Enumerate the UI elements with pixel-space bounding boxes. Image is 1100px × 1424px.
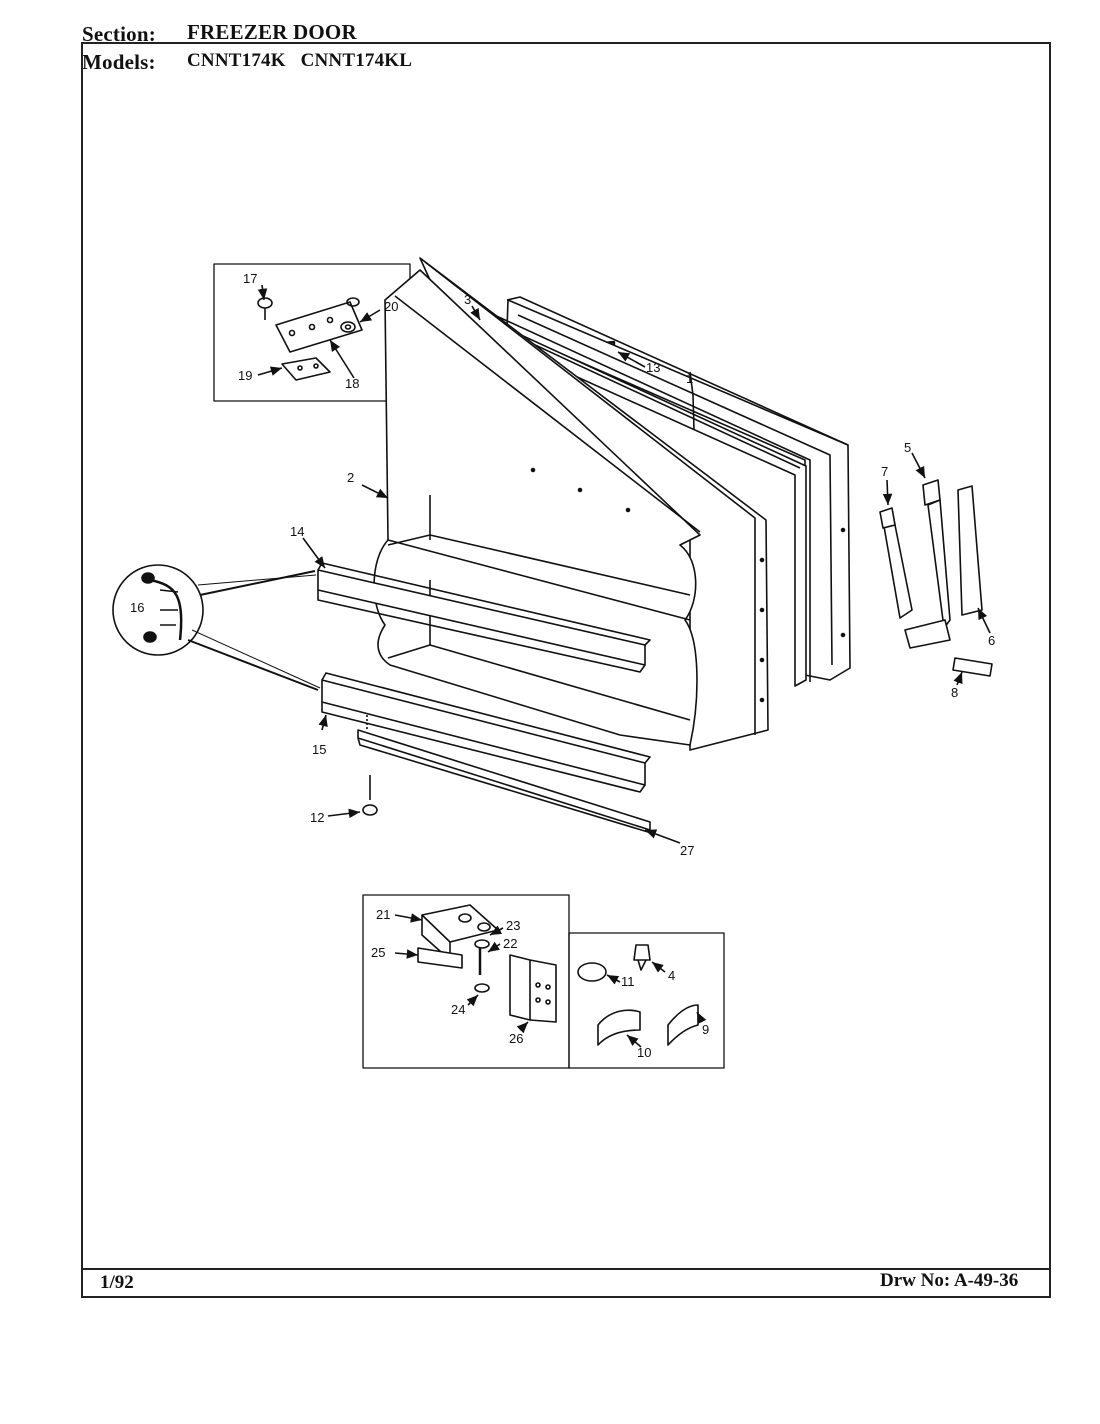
section-value: FREEZER DOOR [187,20,357,44]
drawing-date: 1/92 [100,1272,134,1293]
callout-8: 8 [951,685,958,700]
callout-21: 21 [376,907,390,922]
mounting-bracket-icon [509,954,557,1023]
callout-2: 2 [347,470,354,485]
hinge-plate-8 [952,657,993,677]
plastic-rivet-icon [633,944,651,971]
door-inner-liner [373,257,769,751]
callout-3: 3 [464,292,471,307]
bottom-hinge-icon [417,904,499,993]
callout-20: 20 [384,299,398,314]
hinge-strap-5 [904,479,951,649]
footer-divider [81,1268,1051,1270]
callout-14: 14 [290,524,304,539]
callout-13: 13 [646,360,660,375]
callout-9: 9 [702,1022,709,1037]
callout-27: 27 [680,843,694,858]
callout-labels: 1 2 3 4 5 6 7 8 9 10 11 12 13 14 15 16 1… [130,271,995,1060]
fastener-detail-box [568,932,725,1069]
callout-5: 5 [904,440,911,455]
callout-4: 4 [668,968,675,983]
callout-1: 1 [686,371,693,386]
callout-6: 6 [988,633,995,648]
screw-icon [362,775,378,816]
magnified-detail-circle [112,564,321,691]
drawing-frame [81,42,1051,1298]
callout-15: 15 [312,742,326,757]
models-value: CNNT174K CNNT174KL [187,50,413,71]
upper-shelf-bar [317,562,651,673]
cover-clip-9-icon [667,1004,699,1046]
callout-26: 26 [509,1031,523,1046]
callout-18: 18 [345,376,359,391]
plug-button-icon [577,962,607,982]
callout-25: 25 [371,945,385,960]
callout-10: 10 [637,1045,651,1060]
hinge-strap-7 [879,507,913,619]
callout-19: 19 [238,368,252,383]
callout-12: 12 [310,810,324,825]
callout-24: 24 [451,1002,465,1017]
callout-23: 23 [506,918,520,933]
cover-clip-10-icon [597,1009,641,1046]
callout-16: 16 [130,600,144,615]
callout-7: 7 [881,464,888,479]
hinge-cover-6 [957,485,983,616]
callout-11: 11 [621,974,635,989]
drawing-number: Drw No: A-49-36 [880,1270,1019,1291]
callout-17: 17 [243,271,257,286]
models-label: Models: [82,50,156,74]
callout-22: 22 [503,936,517,951]
lower-shelf-bar [321,672,651,793]
top-hinge-icon [257,297,363,381]
